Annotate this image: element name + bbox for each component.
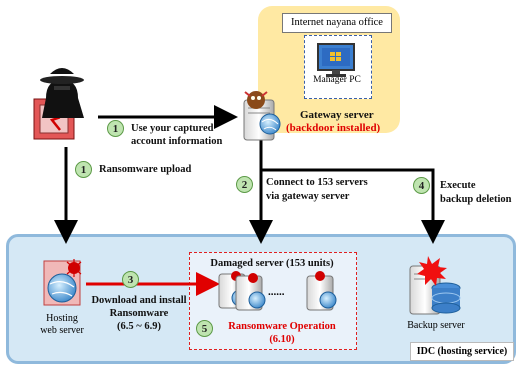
damaged-server-icon-2 <box>235 273 266 311</box>
damaged-server-icon-3 <box>306 271 337 311</box>
step-5-badge: 5 <box>196 320 213 337</box>
step-1-text-line2: account information <box>131 136 223 147</box>
step-1-text-line1: Use your captured <box>131 123 214 134</box>
step-3-text-line2: Ransomware <box>109 308 169 319</box>
gateway-server-label: Gateway server <box>300 109 374 121</box>
step-2-text-line2: via gateway server <box>266 191 350 202</box>
step-1-badge: 1 <box>107 120 124 137</box>
backup-server-label: Backup server <box>407 320 465 331</box>
damaged-server-title: Damaged server (153 units) <box>210 258 334 269</box>
step-3-badge: 3 <box>122 271 139 288</box>
step-5-text-line2: (6.10) <box>269 334 295 345</box>
step-2-badge: 2 <box>236 176 253 193</box>
step-4-text-line2: backup deletion <box>440 194 512 205</box>
manager-pc-label: Manager PC <box>313 75 361 85</box>
idc-label: IDC (hosting service) <box>410 342 514 361</box>
step-1b-badge: 1 <box>75 161 92 178</box>
hosting-label-line1: Hosting <box>46 313 78 324</box>
arrow-gateway-to-backup <box>261 168 445 244</box>
damaged-server-ellipsis: ...... <box>268 286 285 298</box>
hosting-label-line2: web server <box>40 325 84 336</box>
hacker-icon <box>33 68 84 140</box>
idc-label-text: IDC (hosting service) <box>416 346 508 357</box>
hosting-server-icon <box>43 259 82 306</box>
backup-server-icon <box>409 256 461 315</box>
step-4-text-line1: Execute <box>440 180 476 191</box>
step-4-badge: 4 <box>413 177 430 194</box>
step-3-text-line3: (6.5 ~ 6.9) <box>117 321 161 332</box>
manager-pc-icon <box>317 43 355 77</box>
office-title: Internet nayana office <box>282 13 392 33</box>
step-3-text-line1: Download and install <box>91 295 187 306</box>
step-2-text-line1: Connect to 153 servers <box>266 177 368 188</box>
step-5-text-line1: Ransomware Operation <box>228 321 336 332</box>
gateway-server-icon <box>243 91 281 141</box>
step-1b-text: Ransomware upload <box>99 164 192 175</box>
gateway-backdoor-note: (backdoor installed) <box>286 122 381 134</box>
